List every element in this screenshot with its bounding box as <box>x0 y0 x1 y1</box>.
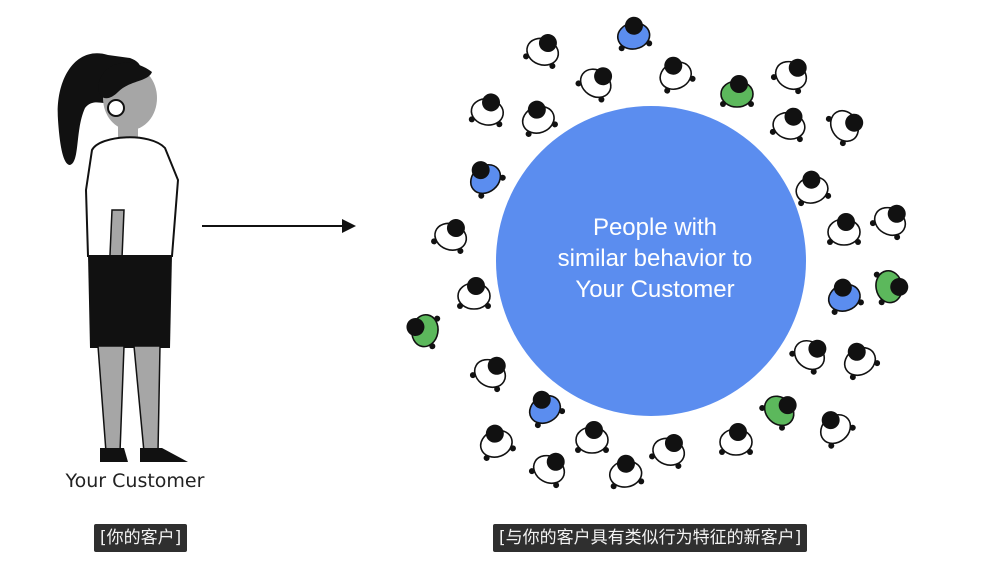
circle-label-line-3: Your Customer <box>575 276 735 303</box>
circle-label-line-1: People with <box>592 214 718 241</box>
person-top-view-icon <box>521 100 558 137</box>
person-top-view-icon <box>575 67 613 103</box>
person-top-view-icon <box>468 93 505 128</box>
caption-similar-customers: [与你的客户具有类似行为特征的新客户] <box>493 524 808 552</box>
person-top-view-icon <box>608 454 645 490</box>
person-top-view-icon <box>720 75 754 108</box>
person-top-view-icon <box>825 109 864 147</box>
person-top-view-icon <box>789 339 827 375</box>
person-top-view-icon <box>827 278 864 315</box>
customer-label: Your Customer <box>65 470 205 492</box>
person-top-view-icon <box>479 424 516 461</box>
circle-label-line-2: similar behavior to <box>557 245 753 272</box>
person-top-view-icon <box>431 219 468 254</box>
person-top-view-icon <box>869 204 907 241</box>
people-ring <box>406 16 909 490</box>
person-top-view-icon <box>457 277 491 310</box>
person-top-view-icon <box>827 213 861 246</box>
person-top-view-icon <box>719 423 753 456</box>
person-top-view-icon <box>873 269 909 306</box>
person-top-view-icon <box>469 161 506 199</box>
arrow-right-icon <box>202 219 356 233</box>
person-top-view-icon <box>770 58 808 95</box>
person-top-view-icon <box>759 395 797 431</box>
person-top-view-icon <box>616 16 653 52</box>
person-top-view-icon <box>843 342 881 381</box>
person-top-view-icon <box>819 411 856 449</box>
caption-your-customer: [你的客户] <box>94 524 188 552</box>
person-top-view-icon <box>528 452 566 489</box>
person-top-view-icon <box>659 56 696 94</box>
person-top-view-icon <box>769 107 806 143</box>
person-top-view-icon <box>795 170 832 207</box>
similar-audience-circle <box>496 106 806 416</box>
customer-figure-icon <box>57 53 188 462</box>
person-top-view-icon <box>469 356 507 393</box>
person-top-view-icon <box>406 313 441 350</box>
person-top-view-icon <box>575 421 609 454</box>
person-top-view-icon <box>528 390 566 429</box>
person-top-view-icon <box>523 34 560 69</box>
person-top-view-icon <box>649 434 686 469</box>
circle-label: People with similar behavior to Your Cus… <box>520 212 790 305</box>
